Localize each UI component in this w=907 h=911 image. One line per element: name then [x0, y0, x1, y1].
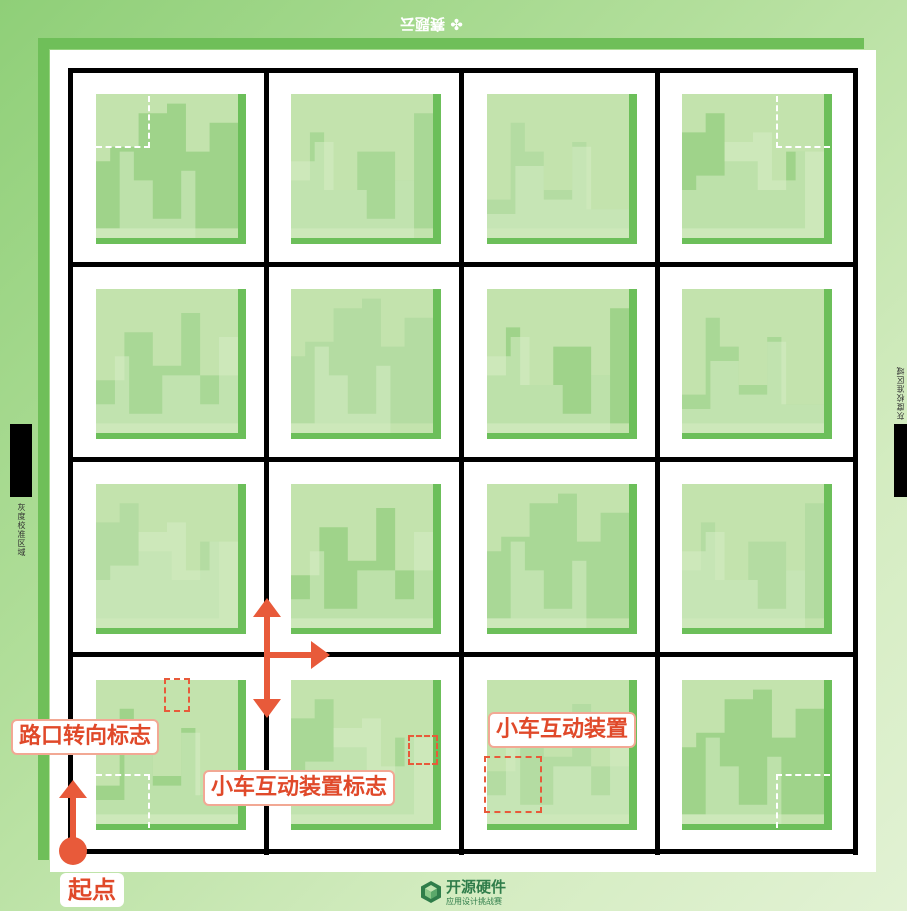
- skyline-illustration: [682, 289, 824, 433]
- skyline-illustration: [291, 289, 433, 433]
- skyline-illustration: [291, 94, 433, 238]
- top-logo-text: 赛题云: [400, 15, 445, 33]
- interaction-sign-marker: [408, 735, 438, 765]
- calibration-label-right: 灰度校准区域: [895, 366, 906, 420]
- grid-line-v: [459, 68, 464, 855]
- city-tile: [487, 289, 637, 439]
- grid-line-v: [655, 68, 660, 855]
- calibration-label-left: 灰度校准区域: [16, 503, 27, 557]
- bottom-logo-subtitle: 应用设计挑战赛: [446, 896, 502, 907]
- city-tile: [487, 484, 637, 634]
- marker-dashed-white: [776, 774, 830, 828]
- green-border-top: [38, 38, 864, 49]
- calibration-zone-right: [894, 424, 907, 497]
- city-tile: [96, 289, 246, 439]
- clover-logo-icon: ✤: [450, 15, 463, 33]
- skyline-illustration: [291, 484, 433, 628]
- city-tile: [487, 94, 637, 244]
- skyline-illustration: [96, 484, 238, 628]
- skyline-illustration: [487, 289, 629, 433]
- grid-line-v: [264, 68, 269, 855]
- turn-sign-label: 路口转向标志: [11, 719, 159, 755]
- grid-line-v: [853, 68, 858, 855]
- top-logo: ✤ 赛题云: [400, 14, 463, 35]
- city-tile: [291, 289, 441, 439]
- skyline-illustration: [487, 484, 629, 628]
- marker-dashed-white: [96, 96, 150, 148]
- city-tile: [96, 484, 246, 634]
- city-tile: [291, 484, 441, 634]
- start-label: 起点: [60, 873, 124, 907]
- city-tile: [682, 289, 832, 439]
- bottom-logo: 开源硬件 应用设计挑战赛: [420, 876, 520, 910]
- cube-logo-icon: [420, 880, 442, 904]
- interaction-device-label: 小车互动装置: [488, 712, 636, 748]
- calibration-zone-left: [10, 424, 32, 497]
- skyline-illustration: [96, 289, 238, 433]
- city-tile: [291, 94, 441, 244]
- bottom-logo-title: 开源硬件: [446, 876, 506, 897]
- city-tile: [682, 484, 832, 634]
- interaction-device-marker: [484, 756, 542, 813]
- marker-dashed-white: [776, 96, 830, 148]
- skyline-illustration: [682, 484, 824, 628]
- interaction-sign-marker: [164, 678, 190, 712]
- skyline-illustration: [487, 94, 629, 238]
- interaction-sign-label: 小车互动装置标志: [203, 770, 395, 806]
- marker-dashed-white: [96, 774, 150, 828]
